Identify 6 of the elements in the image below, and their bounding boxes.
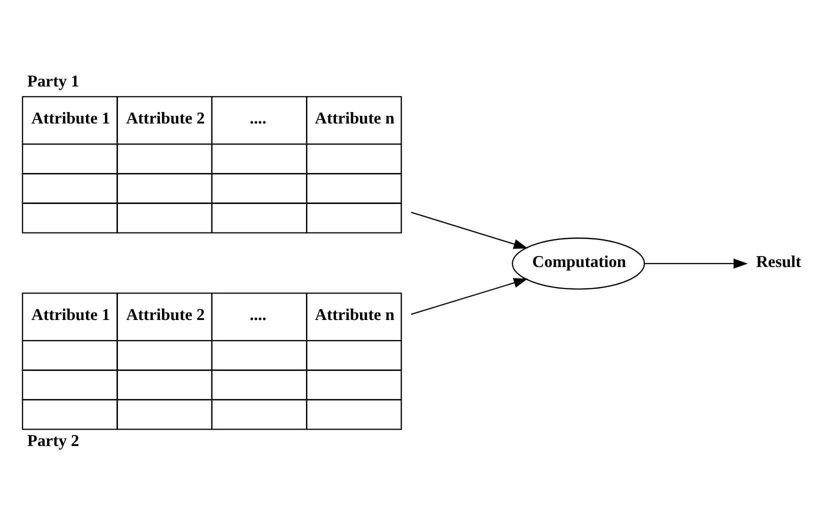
arrow [410,212,528,249]
node-label: Party 2 [27,431,80,450]
arrow [644,258,748,269]
node-text: Result [756,252,802,271]
node-label: Party 1 [27,71,80,90]
arrow [410,278,528,315]
